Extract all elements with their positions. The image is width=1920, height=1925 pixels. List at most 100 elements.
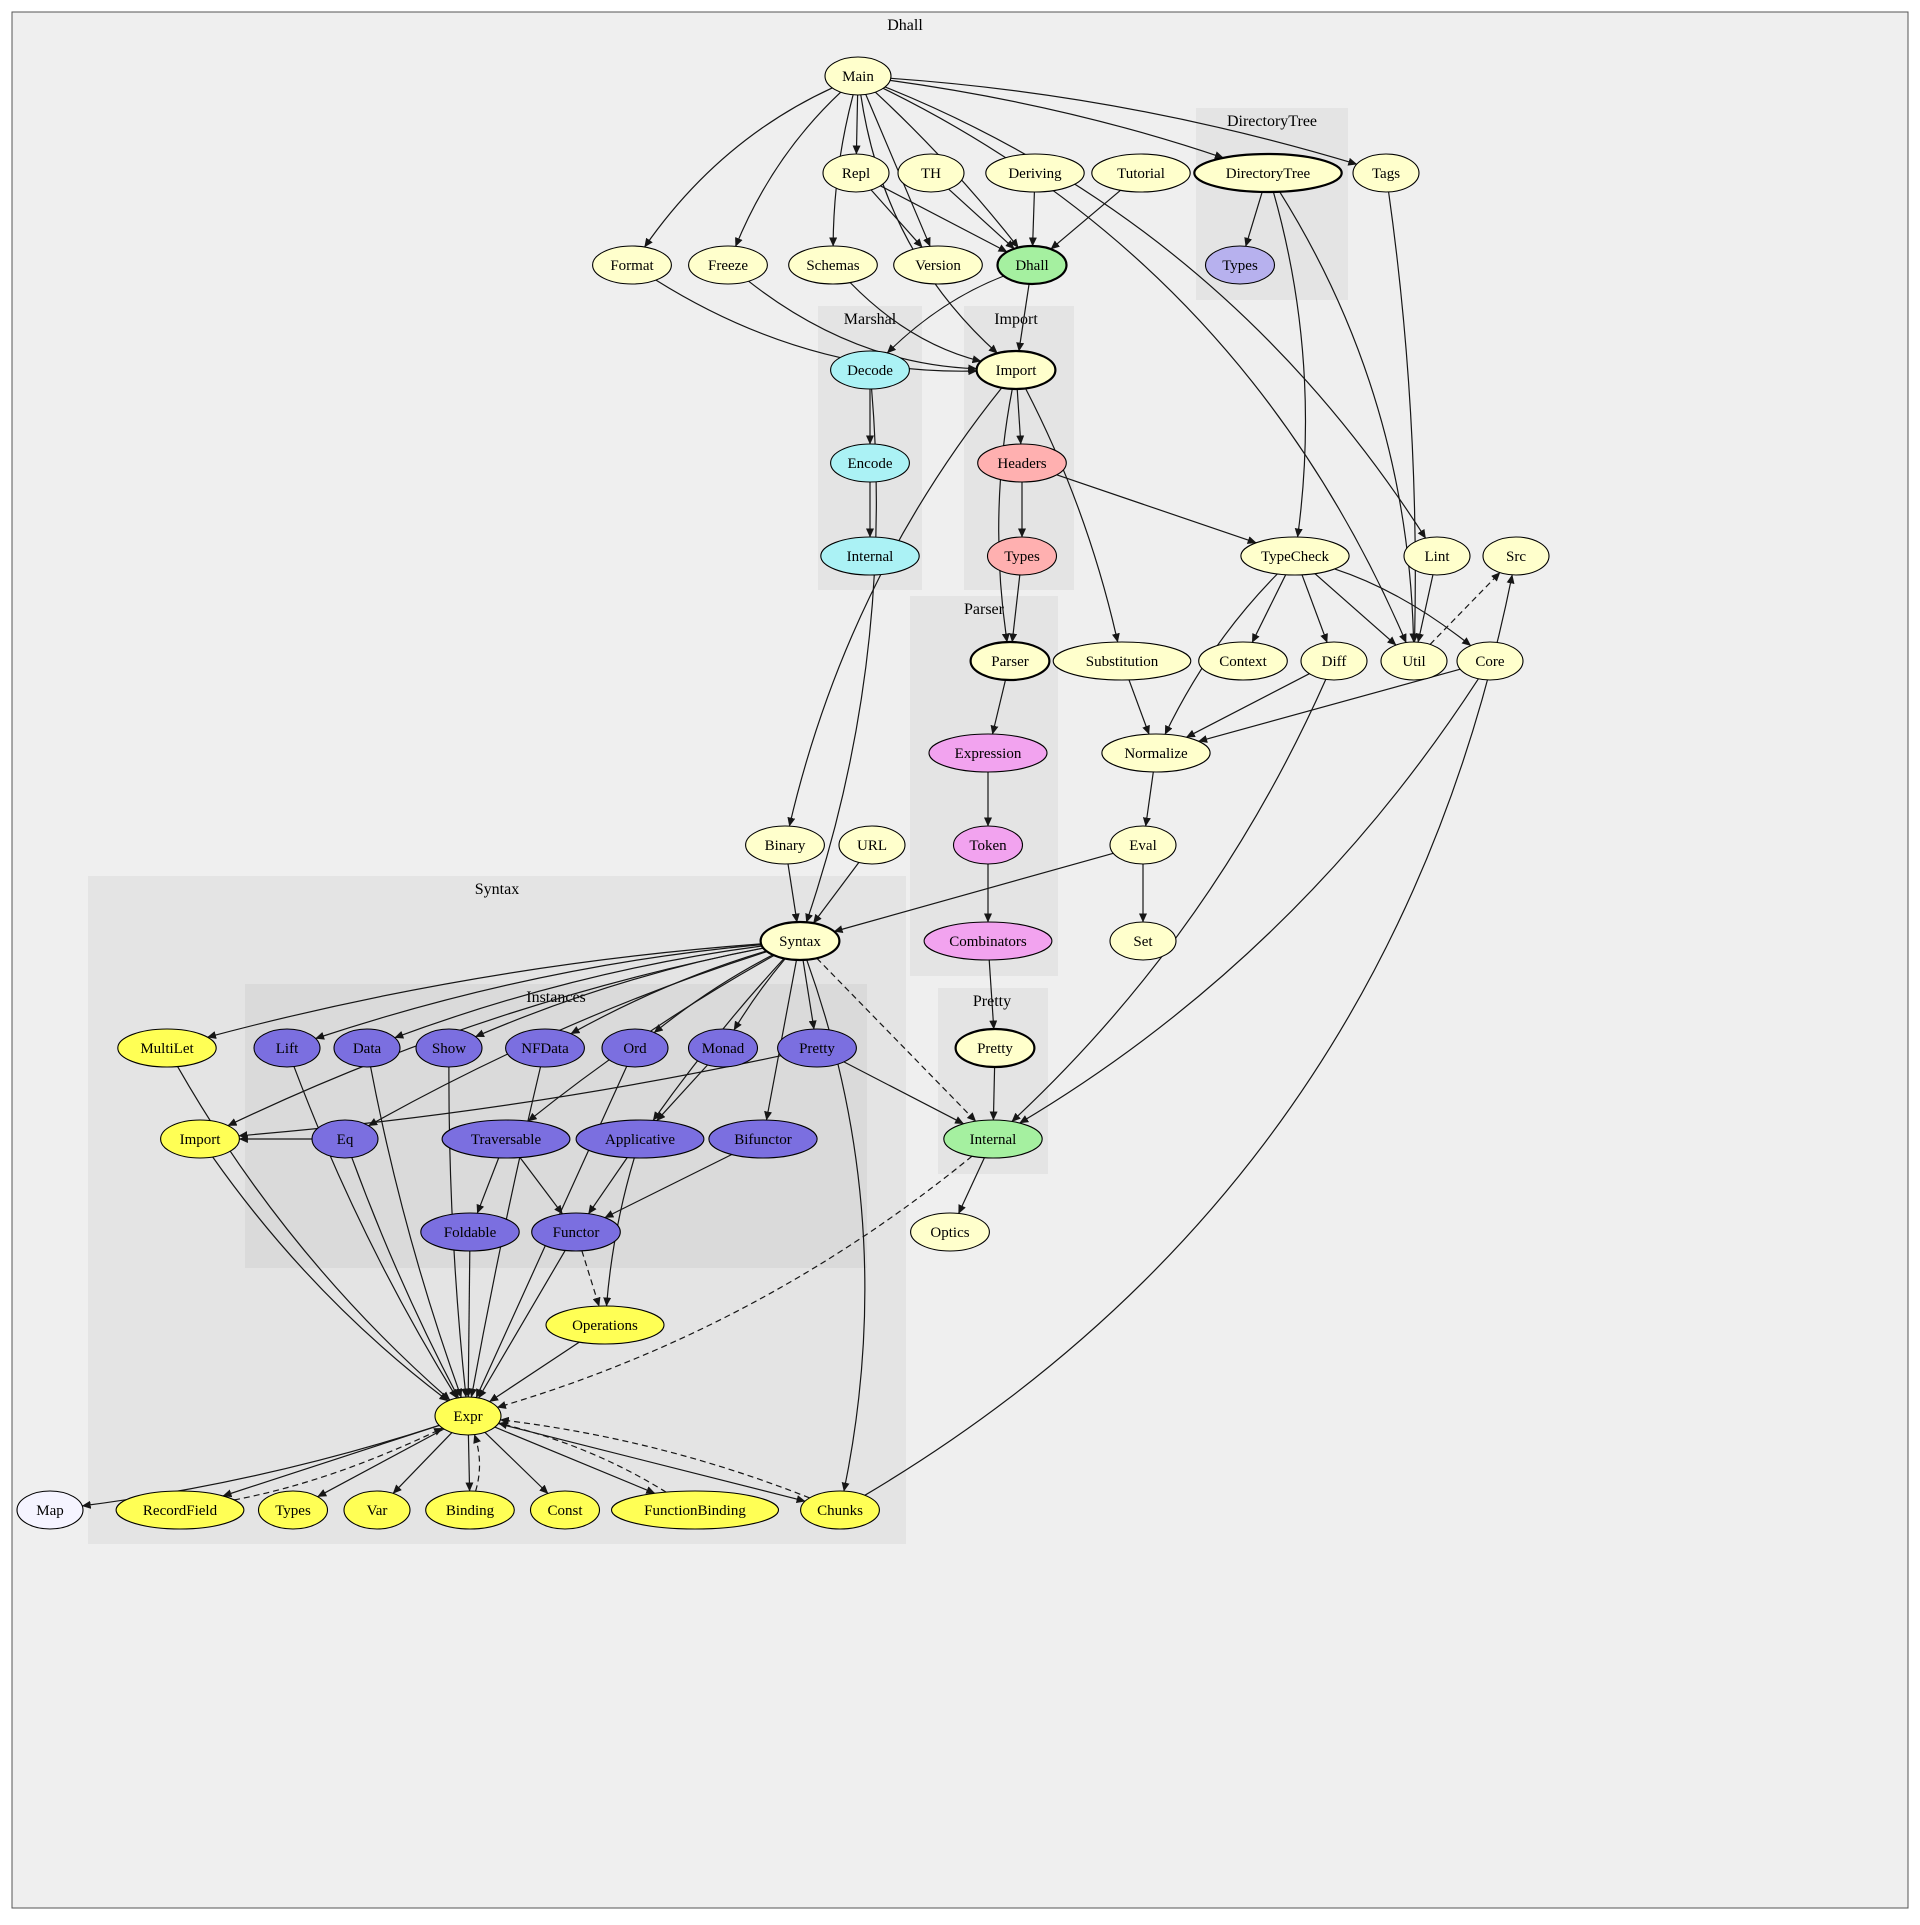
edge-main-directorytree [890,79,1224,159]
edge-functionbinding-expr [498,1421,667,1493]
node-ellipse-main [824,56,892,96]
node-label-pretty: Pretty [977,1041,1013,1057]
graph-node-var: Var [343,1490,411,1530]
node-ellipse-import_types [986,536,1058,576]
graph-node-syntax: Syntax [759,920,841,962]
graph-node-syn_import: Import [160,1119,240,1159]
edge-lint-util [1416,574,1434,643]
node-ellipse-expr [434,1396,502,1436]
graph-node-util: Util [1380,641,1448,681]
edge-traversable-foldable [476,1157,500,1214]
node-label-functionbinding: FunctionBinding [644,1503,746,1519]
node-ellipse-foldable [420,1212,520,1252]
graph-node-version: Version [893,245,983,285]
edge-pretty-pretty_internal [989,1066,998,1121]
graph-node-lift: Lift [253,1028,321,1068]
graph-node-tutorial: Tutorial [1091,153,1191,193]
edge-main-format [644,87,833,248]
node-ellipse-token [952,825,1024,865]
node-ellipse-binding [425,1490,515,1530]
edge-diff-pretty_internal [1011,679,1327,1122]
node-ellipse-recordfield [115,1490,245,1530]
graph-node-eq: Eq [311,1119,379,1159]
node-ellipse-data [333,1028,401,1068]
node-ellipse-monad [687,1028,759,1068]
node-label-lint: Lint [1425,549,1451,565]
graph-node-src: Src [1482,536,1550,576]
node-label-binary: Binary [765,838,806,854]
edge-directorytree-typecheck [1272,191,1307,538]
node-label-tutorial: Tutorial [1117,166,1165,182]
edge-import-headers [1016,388,1025,445]
graph-node-decode: Decode [830,350,910,390]
graph-node-optics: Optics [910,1212,990,1252]
graph-node-recordfield: RecordField [115,1490,245,1530]
graph-node-expression: Expression [928,733,1048,773]
edge-syntax-lift [315,944,762,1040]
edge-eq-expr [351,1157,459,1399]
node-label-syntax: Syntax [779,934,821,950]
node-label-operations: Operations [572,1318,638,1334]
node-label-bifunctor: Bifunctor [734,1132,792,1148]
edge-chunks-expr [499,1416,810,1499]
edge-pretty_internal-optics [958,1157,985,1214]
graph-node-eval: Eval [1109,825,1177,865]
node-ellipse-tutorial [1091,153,1191,193]
node-ellipse-traversable [441,1119,571,1159]
edge-main-import [860,94,998,354]
edge-core-pretty_internal [1019,678,1479,1124]
edge-expr-recordfield [222,1424,440,1498]
edge-pretty_inst-pretty_internal [843,1061,965,1125]
cluster-label-parser: Parser [964,601,1005,618]
node-ellipse-dt_types [1204,245,1276,285]
cluster-label-instances: Instances [526,989,586,1006]
cluster-label-syntax: Syntax [475,881,519,898]
node-ellipse-set [1109,921,1177,961]
edge-url-syntax [812,862,860,924]
cluster-label-directorytree: DirectoryTree [1227,113,1317,130]
node-label-marshal_internal: Internal [847,549,894,565]
node-label-th: TH [921,166,941,182]
node-ellipse-show [415,1028,483,1068]
node-label-binding: Binding [446,1503,495,1519]
node-label-eq: Eq [337,1132,354,1148]
graph-node-lint: Lint [1403,536,1471,576]
node-ellipse-tags [1352,153,1420,193]
node-label-deriving: Deriving [1008,166,1062,182]
node-label-set: Set [1133,934,1153,950]
node-label-util: Util [1402,654,1425,670]
node-label-import_types: Types [1004,549,1040,565]
edge-bifunctor-functor [604,1153,733,1219]
graph-node-show: Show [415,1028,483,1068]
graph-node-combinators: Combinators [923,921,1053,961]
node-ellipse-util [1380,641,1448,681]
edge-expr-functionbinding [494,1426,656,1494]
edge-diff-normalize [1185,673,1310,738]
edge-pretty_internal-expr [496,1155,973,1409]
node-label-syn_types: Types [275,1503,311,1519]
node-label-format: Format [610,258,654,274]
graph-node-ord: Ord [601,1028,669,1068]
node-ellipse-th [897,153,965,193]
edge-syntax-ord [653,954,774,1034]
node-ellipse-eval [1109,825,1177,865]
node-label-diff: Diff [1322,654,1347,670]
node-ellipse-syn_types [257,1490,329,1530]
graph-node-dt_types: Types [1204,245,1276,285]
node-label-expression: Expression [955,746,1022,762]
graph-node-directorytree: DirectoryTree [1193,152,1343,194]
edge-syntax-show [475,947,764,1038]
graph-node-encode: Encode [830,443,910,483]
graph-node-expr: Expr [434,1396,502,1436]
edge-typecheck-core [1334,568,1472,647]
node-label-applicative: Applicative [605,1132,675,1148]
edge-syntax-pretty_inst [802,959,817,1030]
node-label-map: Map [36,1503,64,1519]
edge-eval-syntax [833,852,1114,934]
node-ellipse-format [592,245,672,285]
node-ellipse-deriving [985,153,1085,193]
graph-node-url: URL [838,825,906,865]
graph-node-format: Format [592,245,672,285]
edge-syntax-data [394,945,763,1039]
